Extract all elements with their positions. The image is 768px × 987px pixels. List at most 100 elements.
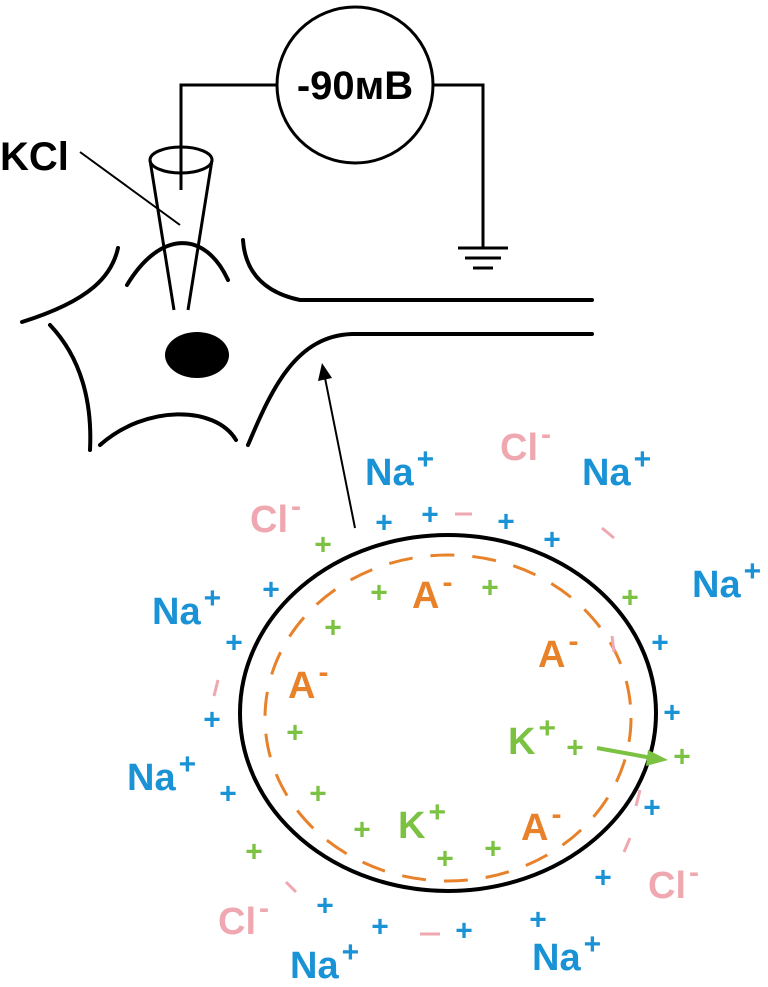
chloride-ion-label: Cl- <box>218 892 269 943</box>
sodium-charge-mark: + <box>316 890 334 923</box>
chloride-ion-charge: - <box>689 856 699 889</box>
potassium-charge-mark: + <box>370 577 388 610</box>
anion-ion-symbol: A <box>412 575 439 617</box>
potassium-charge-mark: + <box>481 572 499 605</box>
potassium-charge-mark: + <box>245 836 263 869</box>
chloride-ion-label: Cl- <box>648 856 699 907</box>
microelectrode <box>148 145 214 311</box>
zoom-arrow <box>324 377 356 529</box>
potassium-charge-mark: + <box>673 741 691 774</box>
anion-ion-symbol: A <box>538 634 565 676</box>
potassium-efflux-arrow <box>596 746 653 760</box>
neuron-top-middle-outline <box>125 241 230 287</box>
sodium-charge-mark: + <box>529 904 547 937</box>
sodium-charge-mark: + <box>371 911 389 944</box>
sodium-ion-charge: + <box>179 748 197 781</box>
chloride-charge-mark <box>622 837 632 853</box>
sodium-ion-symbol: Na <box>692 564 741 606</box>
sodium-ion-label: Na+ <box>290 936 359 987</box>
neuron-left-outline <box>48 323 93 452</box>
potassium-charge-mark: + <box>286 717 304 750</box>
potassium-charge-mark: + <box>621 582 639 615</box>
anion-ion-symbol: A <box>521 807 548 849</box>
potassium-ion-charge: + <box>428 796 446 829</box>
neuron <box>20 238 594 452</box>
anion-ion-charge: - <box>551 798 561 831</box>
chloride-ion-charge: - <box>541 418 551 451</box>
electrode-wire <box>179 83 277 190</box>
sodium-ion-symbol: Na <box>152 591 201 633</box>
chloride-charge-mark <box>610 635 616 653</box>
sodium-charge-mark: + <box>375 507 393 540</box>
electrode-label: KCl <box>0 135 69 179</box>
potassium-charge-mark: + <box>566 732 584 765</box>
potassium-charge-mark: + <box>324 612 342 645</box>
potassium-efflux-arrow-head <box>646 750 668 766</box>
neuron-top-right-outline <box>241 238 594 302</box>
anion-ion-charge: - <box>318 656 328 689</box>
sodium-charge-mark: + <box>651 627 669 660</box>
potassium-charge-mark: + <box>353 814 371 847</box>
potassium-charge-mark: + <box>309 778 327 811</box>
potassium-charge-mark: + <box>314 529 332 562</box>
sodium-ion-charge: + <box>634 443 652 476</box>
sodium-charge-mark: + <box>497 506 515 539</box>
ground-wire <box>433 83 485 248</box>
ground-icon <box>458 246 508 270</box>
sodium-ion-charge: + <box>342 936 360 969</box>
anion-ion-charge: - <box>568 625 578 658</box>
sodium-ion-label: Na+ <box>692 555 761 606</box>
sodium-charge-mark: + <box>225 627 243 660</box>
sodium-charge-mark: + <box>219 778 237 811</box>
sodium-ion-charge: + <box>584 928 602 961</box>
chloride-ion-symbol: Cl <box>250 499 288 541</box>
chloride-ion-label: Cl- <box>250 490 301 541</box>
recording-circuit <box>179 5 485 248</box>
sodium-charge-mark: + <box>203 704 221 737</box>
anion-ion-label: A- <box>538 625 578 676</box>
ion-labels: Na+Na+Na+Na+Na+Na+Na+Cl-Cl-Cl-Cl-K+K+A-A… <box>127 418 761 987</box>
potassium-charge-mark: + <box>436 843 454 876</box>
sodium-ion-label: Na+ <box>582 443 651 494</box>
chloride-ion-label: Cl- <box>500 418 551 469</box>
sodium-ion-symbol: Na <box>532 937 581 979</box>
chloride-ion-symbol: Cl <box>648 865 686 907</box>
sodium-charge-mark: + <box>455 915 473 948</box>
sodium-charge-mark: + <box>543 524 561 557</box>
potassium-ion-symbol: K <box>508 721 536 763</box>
anion-ion-label: A- <box>412 566 452 617</box>
sodium-ion-label: Na+ <box>532 928 601 979</box>
potassium-charge-mark: + <box>484 833 502 866</box>
chloride-charge-mark <box>212 679 220 697</box>
sodium-ion-charge: + <box>204 582 222 615</box>
nucleus <box>165 332 229 378</box>
chloride-charge-mark <box>634 789 642 807</box>
anion-ion-label: A- <box>521 798 561 849</box>
anion-ion-charge: - <box>442 566 452 599</box>
chloride-ion-symbol: Cl <box>500 427 538 469</box>
sodium-ion-symbol: Na <box>290 945 339 987</box>
sodium-ion-charge: + <box>744 555 762 588</box>
sodium-ion-symbol: Na <box>365 452 414 494</box>
neuron-axon-lower-outline <box>246 332 594 447</box>
potassium-ion-label: K+ <box>398 796 446 847</box>
potassium-ion-label: K+ <box>508 712 556 763</box>
sodium-ion-label: Na+ <box>365 443 434 494</box>
sodium-ion-label: Na+ <box>127 748 196 799</box>
sodium-charge-mark: + <box>262 574 280 607</box>
potassium-ion-symbol: K <box>398 805 426 847</box>
sodium-ion-symbol: Na <box>582 452 631 494</box>
cell-membrane <box>238 533 658 893</box>
zoom-arrow-head <box>318 363 332 381</box>
chloride-ion-symbol: Cl <box>218 901 256 943</box>
neuron-top-left-outline <box>20 246 120 324</box>
chloride-ion-charge: - <box>259 892 269 925</box>
chloride-ion-charge: - <box>291 490 301 523</box>
chloride-charge-mark <box>284 880 298 894</box>
sodium-ion-label: Na+ <box>152 582 221 633</box>
sodium-charge-mark: + <box>421 499 439 532</box>
sodium-charge-mark: + <box>594 862 612 895</box>
sodium-charge-mark: + <box>643 792 661 825</box>
anion-ion-label: A- <box>288 656 328 707</box>
